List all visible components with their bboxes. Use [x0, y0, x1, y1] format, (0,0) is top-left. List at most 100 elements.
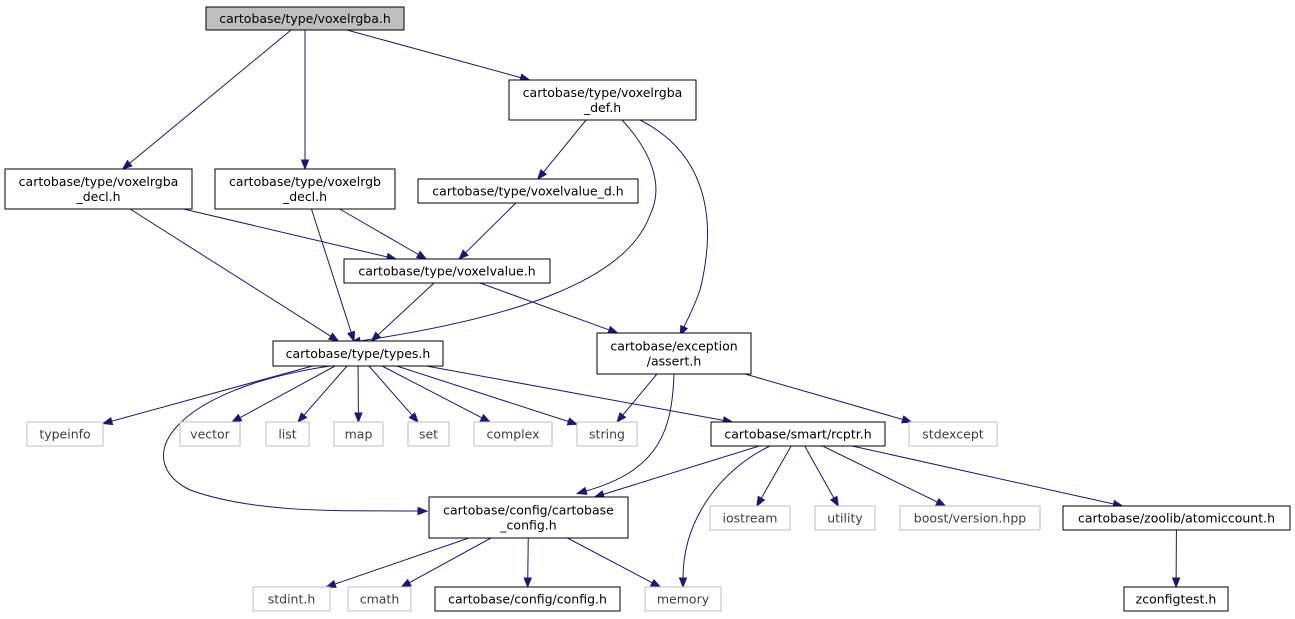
arrowhead: [616, 411, 627, 424]
edge-assert-to-cartobase_config: [576, 373, 675, 495]
arrowhead: [230, 413, 243, 423]
node-label: cartobase/type/voxelrgba: [523, 85, 683, 100]
node-voxelrgba-decl[interactable]: cartobase/type/voxelrgba_decl.h: [4, 168, 193, 210]
node-box: [214, 168, 396, 210]
nodes-layer: cartobase/type/voxelrgba.h cartobase/type…: [4, 6, 1291, 612]
node-box: [343, 258, 551, 284]
node-box: [710, 421, 886, 447]
arrowhead: [300, 159, 310, 171]
node-voxelvalue-d[interactable]: cartobase/type/voxelvalue_d.h: [417, 178, 639, 204]
node-map: map: [333, 421, 384, 447]
node-label: iostream: [723, 511, 778, 526]
edge-voxelrgba_def-to-assert: [639, 119, 708, 337]
node-box: [473, 421, 553, 447]
node-label: cmath: [360, 592, 400, 607]
node-label: string: [589, 427, 625, 442]
node-label: cartobase/exception: [610, 339, 737, 354]
node-box: [576, 421, 638, 447]
edge-voxelrgb_decl-to-types: [310, 208, 356, 343]
arrowhead: [536, 168, 548, 181]
arrowhead: [400, 578, 412, 588]
node-box: [1062, 505, 1291, 531]
arrowhead: [297, 412, 308, 424]
node-label: memory: [657, 592, 710, 607]
node-config[interactable]: cartobase/config/config.h: [434, 586, 621, 612]
node-iostream: iostream: [709, 505, 791, 531]
node-utility: utility: [814, 505, 876, 531]
node-box: [508, 79, 697, 121]
node-assert[interactable]: cartobase/exception/assert.h: [596, 332, 752, 375]
edge-types-to-complex: [381, 365, 492, 423]
arrowhead: [347, 330, 356, 343]
arrowhead: [458, 249, 469, 260]
node-label: cartobase/type/voxelrgba: [19, 174, 179, 189]
node-label: stdexcept: [922, 427, 983, 442]
node-cartobase-config[interactable]: cartobase/config/cartobase_config.h: [428, 496, 629, 539]
node-box: [434, 586, 621, 612]
node-label: _config.h: [499, 518, 556, 533]
node-vector: vector: [179, 421, 241, 447]
node-box: [4, 168, 193, 210]
arrowhead: [325, 579, 337, 588]
edge-voxelvalue_d-to-voxelvalue: [458, 202, 517, 260]
node-voxelrgba-h[interactable]: cartobase/type/voxelrgba.h: [205, 6, 405, 31]
edge-cartobase_config-to-config: [523, 537, 532, 589]
node-rcptr[interactable]: cartobase/smart/rcptr.h: [710, 421, 886, 447]
node-box: [252, 586, 331, 612]
node-string: string: [576, 421, 638, 447]
arrowhead: [566, 417, 579, 426]
node-complex: complex: [473, 421, 553, 447]
node-label: vector: [190, 427, 231, 442]
node-box: [644, 586, 722, 612]
node-label: zconfigtest.h: [1136, 592, 1217, 607]
node-types[interactable]: cartobase/type/types.h: [272, 340, 444, 367]
node-set: set: [407, 421, 450, 447]
node-label: map: [345, 427, 373, 442]
node-stdexcept: stdexcept: [908, 421, 998, 447]
arrowhead: [1171, 577, 1181, 589]
edge-types-to-rcptr: [426, 365, 734, 425]
node-box: [596, 332, 752, 375]
node-voxelrgb-decl[interactable]: cartobase/type/voxelrgb_decl.h: [214, 168, 396, 210]
node-box: [417, 178, 639, 204]
edge-cartobase_config-to-memory: [567, 537, 662, 588]
node-box: [428, 496, 629, 539]
arrowhead: [479, 413, 492, 423]
node-label: stdint.h: [268, 592, 316, 607]
node-zconfigtest[interactable]: zconfigtest.h: [1123, 586, 1229, 612]
arrowhead: [607, 325, 619, 334]
arrowhead: [415, 250, 428, 260]
edge-types-to-cartobase_config: [163, 365, 429, 516]
arrowhead: [829, 495, 839, 508]
node-stdint: stdint.h: [252, 586, 331, 612]
node-box: [205, 6, 405, 31]
edge-rcptr-to-utility: [804, 445, 839, 508]
edge-voxelrgba_decl-to-voxelvalue: [183, 208, 398, 261]
node-label: cartobase/type/voxelvalue_d.h: [432, 184, 623, 199]
arrowhead: [370, 331, 382, 342]
node-label: typeinfo: [39, 427, 90, 442]
node-box: [908, 421, 998, 447]
arrowhead: [354, 412, 363, 424]
edge-types-to-typeinfo: [101, 365, 313, 426]
edge-cartobase_config-to-cmath: [400, 537, 492, 588]
node-label: _def.h: [583, 100, 621, 115]
edge-voxelrgba_h-to-voxelrgb_decl: [300, 30, 310, 171]
node-cmath: cmath: [347, 586, 412, 612]
node-voxelvalue[interactable]: cartobase/type/voxelvalue.h: [343, 258, 551, 284]
node-label: set: [419, 427, 438, 442]
edges-layer: [101, 29, 1181, 589]
edge-voxelrgba_def-to-voxelvalue_d: [536, 119, 587, 181]
node-voxelrgba-def[interactable]: cartobase/type/voxelrgba_def.h: [508, 79, 697, 121]
node-box: [814, 505, 876, 531]
node-atomiccount[interactable]: cartobase/zoolib/atomiccount.h: [1062, 505, 1291, 531]
node-label: cartobase/zoolib/atomiccount.h: [1078, 511, 1275, 526]
node-label: _decl.h: [282, 189, 327, 204]
arrowhead: [678, 577, 688, 589]
edge-voxelrgba_h-to-voxelrgba_decl: [121, 29, 292, 170]
arrowhead: [576, 486, 588, 495]
node-label: list: [278, 427, 296, 442]
edge-rcptr-to-cartobase_config: [593, 445, 760, 499]
node-box: [333, 421, 384, 447]
